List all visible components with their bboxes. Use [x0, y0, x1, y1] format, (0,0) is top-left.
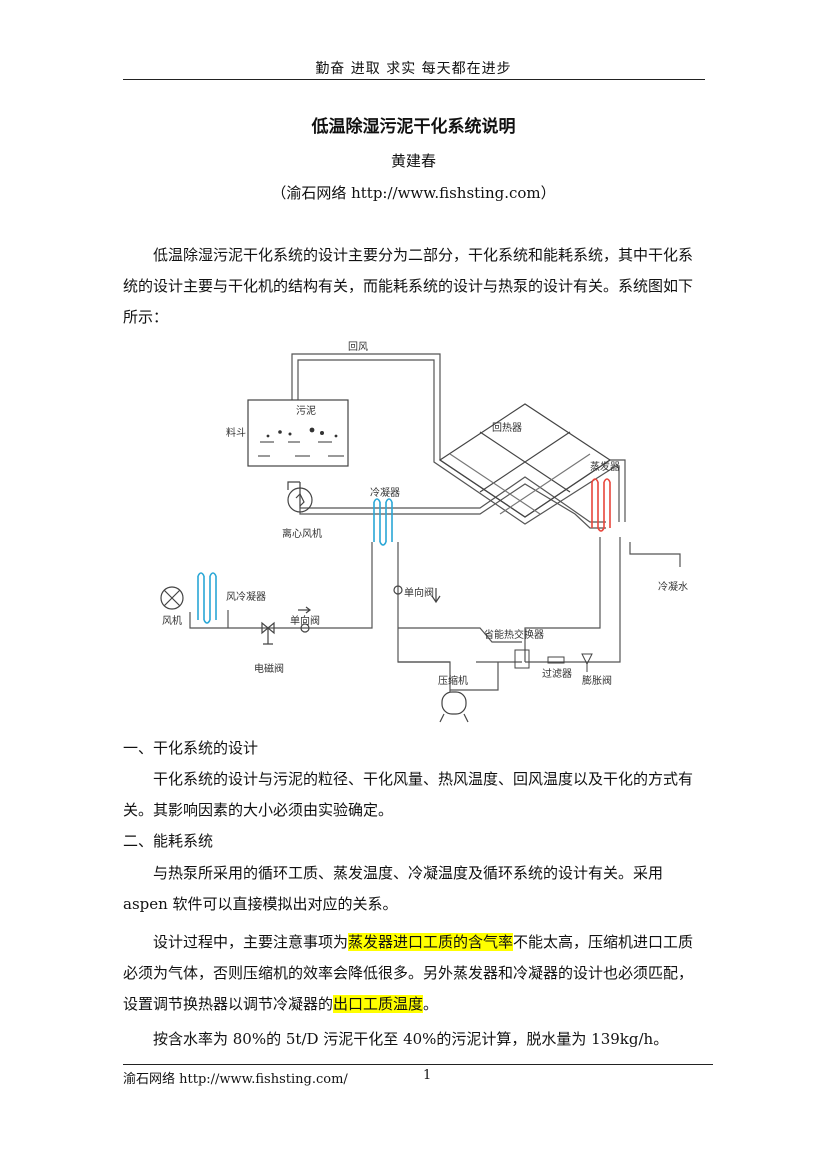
label-solenoid-valve: 电磁阀 — [254, 662, 284, 675]
p2-text-b: 不能太高，压缩机进口工质必须为气体，否则压缩机的效率会降低很多。另外蒸发器和冷凝… — [123, 933, 694, 1013]
evaporator-return — [525, 537, 621, 663]
p2-text-a: 设计过程中，主要注意事项为 — [153, 933, 349, 951]
label-fan: 风机 — [162, 614, 182, 627]
section-heading-2: 二、能耗系统 — [123, 832, 214, 850]
label-return-air: 回风 — [348, 341, 368, 353]
economizer-icon — [514, 649, 530, 669]
p2-highlight-1: 蒸发器进口工质的含气率 — [348, 933, 514, 951]
label-economizer: 省能热交换器 — [484, 628, 544, 641]
label-air-condenser: 风冷凝器 — [226, 590, 266, 603]
system-diagram: 回风 污泥 料斗 回热器 蒸发器 冷凝器 离心风机 风冷凝器 风机 单向阀 单向… — [160, 341, 688, 723]
p2-text-c: 。 — [423, 995, 439, 1013]
regenerator-body — [438, 403, 612, 518]
label-check-valve-1: 单向阀 — [404, 586, 434, 599]
affiliation: （渝石网络 http://www.fishsting.com） — [271, 184, 556, 202]
label-sludge: 污泥 — [296, 404, 316, 417]
section-2-paragraph-3: 按含水率为 80%的 5t/D 污泥干化至 40%的污泥计算，脱水量为 139k… — [153, 1030, 669, 1048]
section-1-paragraph: 干化系统的设计与污泥的粒径、干化风量、热风温度、回风温度以及干化的方式有关。其影… — [123, 770, 694, 819]
air-condenser-coil-icon — [197, 572, 217, 624]
label-condensate: 冷凝水 — [658, 580, 688, 593]
label-regenerator: 回热器 — [492, 421, 522, 434]
label-expansion-valve: 膨胀阀 — [582, 674, 612, 687]
document-title: 低温除湿污泥干化系统说明 — [311, 117, 516, 137]
evaporator-coil-icon — [591, 478, 611, 532]
condensate-drain — [629, 542, 681, 567]
section-heading-1: 一、干化系统的设计 — [123, 739, 259, 757]
header-motto: 勤奋 进取 求实 每天都在进步 — [315, 61, 512, 77]
label-hopper: 料斗 — [226, 426, 246, 439]
section-2-paragraph-1: 与热泵所采用的循环工质、蒸发温度、冷凝温度及循环系统的设计有关。采用 aspen… — [123, 864, 664, 913]
liquid-line — [189, 542, 373, 629]
centrifugal-fan-icon — [287, 481, 313, 513]
label-condenser: 冷凝器 — [370, 486, 400, 499]
label-evaporator: 蒸发器 — [590, 460, 620, 473]
page-number: 1 — [423, 1068, 432, 1083]
check-valve-2-icon — [298, 606, 311, 633]
p2-highlight-2: 出口工质温度 — [333, 995, 424, 1013]
expansion-valve-icon — [581, 653, 593, 672]
intro-paragraph: 低温除湿污泥干化系统的设计主要分为二部分，干化系统和能耗系统，其中干化系统的设计… — [123, 246, 694, 326]
footer-rule — [123, 1064, 713, 1065]
solenoid-valve-icon — [261, 621, 275, 645]
label-compressor: 压缩机 — [438, 674, 468, 687]
evaporator-supply — [524, 537, 601, 662]
header-rule — [123, 79, 705, 80]
fan-icon — [160, 586, 184, 610]
author: 黄建春 — [390, 152, 436, 170]
compressor-icon — [439, 691, 469, 723]
section-2-paragraph-2: 设计过程中，主要注意事项为蒸发器进口工质的含气率不能太高，压缩机进口工质必须为气… — [123, 927, 705, 1020]
filter-icon — [547, 656, 565, 664]
supply-duct — [299, 476, 606, 523]
label-check-valve-2: 单向阀 — [290, 614, 320, 627]
label-centrifugal-fan: 离心风机 — [282, 527, 322, 540]
condenser-coil-icon — [373, 498, 393, 546]
sludge-chamber — [247, 399, 349, 467]
return-air-duct — [291, 353, 626, 522]
check-valve-icon — [393, 585, 441, 604]
footer-source: 渝石网络 http://www.fishsting.com/ — [123, 1072, 348, 1087]
label-filter: 过滤器 — [542, 667, 572, 680]
